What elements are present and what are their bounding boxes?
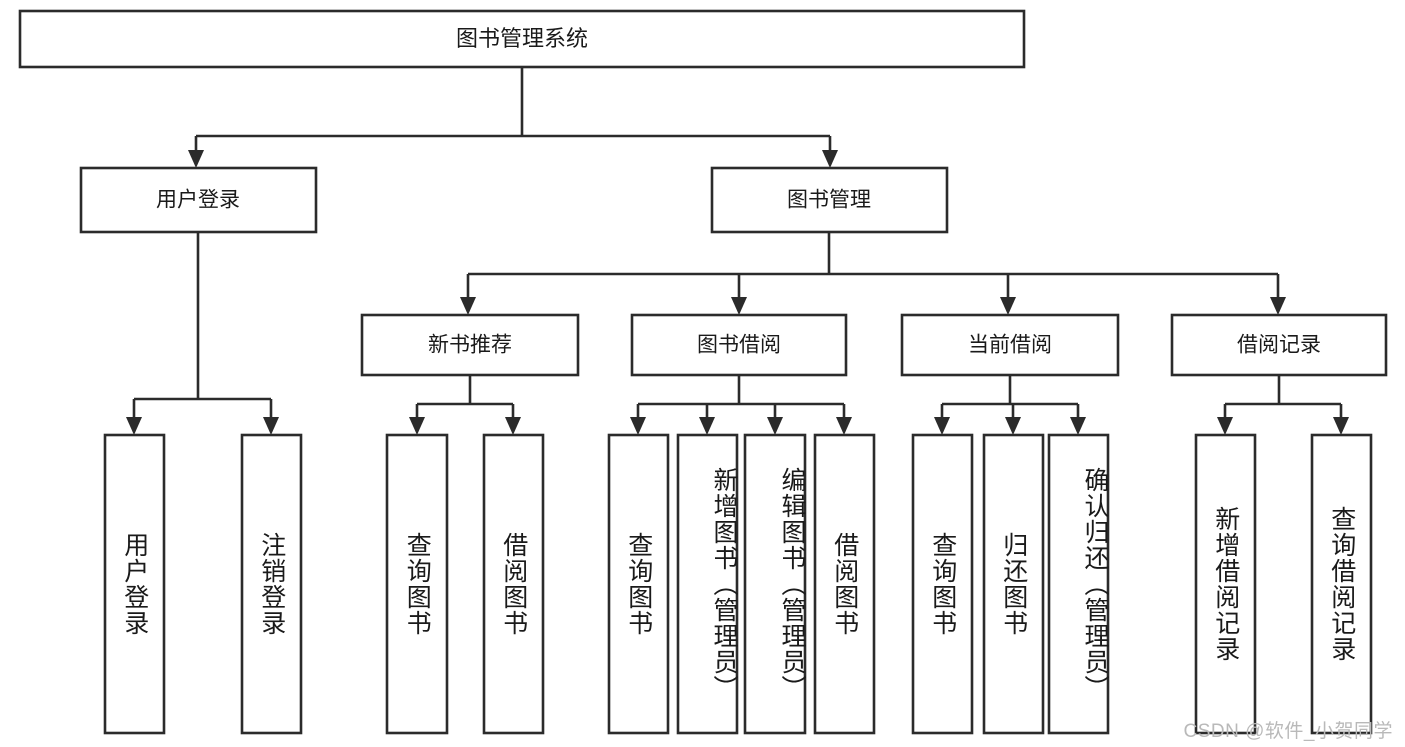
node-leaf-box[interactable] [676,433,739,735]
node-level3-current-borrow-label: 当前借阅 [968,334,1052,357]
node-leaf-box[interactable] [982,433,1045,735]
arrow-head-icon [1005,417,1021,435]
arrow-head-icon [505,417,521,435]
node-level2-book-management[interactable]: 图书管理 [710,166,949,234]
node-level2-user-login[interactable]: 用户登录 [79,166,318,234]
node-root[interactable]: 图书管理系统 [18,9,1026,69]
node-level3-book-borrow-label: 图书借阅 [697,334,781,357]
arrow-head-icon [188,150,204,168]
node-leaf-box[interactable] [911,433,974,735]
node-level3-new-book-recommend-label: 新书推荐 [428,334,512,357]
node-level3-borrow-record-box[interactable] [1170,313,1388,377]
node-leaf-box[interactable] [813,433,876,735]
node-leaf-box[interactable] [385,433,449,735]
node-root-label: 图书管理系统 [456,26,588,51]
arrow-head-icon [1217,417,1233,435]
arrow-head-icon [630,417,646,435]
arrow-head-icon [1333,417,1349,435]
connector-group-userlogin-to-leaves [126,232,279,435]
node-level2-user-login-box[interactable] [79,166,318,234]
node-leaf-box[interactable] [607,433,670,735]
node-leaf-box[interactable] [743,433,807,735]
node-level3-book-borrow[interactable]: 图书借阅 [630,313,848,377]
node-level3-book-borrow-box[interactable] [630,313,848,377]
watermark-text: CSDN @软件_小贺同学 [1183,721,1393,742]
arrow-head-icon [822,150,838,168]
arrow-head-icon [699,417,715,435]
connector-group-root-to-level2 [188,67,838,168]
arrow-head-icon [460,297,476,315]
arrow-head-icon [1270,297,1286,315]
node-level2-book-management-box[interactable] [710,166,949,234]
node-leaf-box[interactable] [1047,433,1110,735]
node-level3-borrow-record-label: 借阅记录 [1237,334,1321,357]
arrow-head-icon [409,417,425,435]
arrow-head-icon [767,417,783,435]
node-level3-new-book-recommend[interactable]: 新书推荐 [360,313,580,377]
arrow-head-icon [1070,417,1086,435]
node-leaf-box[interactable] [103,433,166,735]
connector-group-borrowrecord-to-leaves [1217,375,1349,435]
arrow-head-icon [836,417,852,435]
node-level3-current-borrow-box[interactable] [900,313,1120,377]
node-level3-new-book-recommend-box[interactable] [360,313,580,377]
node-level3-current-borrow[interactable]: 当前借阅 [900,313,1120,377]
node-leaf-box[interactable] [1310,433,1373,735]
node-level2-book-management-label: 图书管理 [787,189,871,212]
connector-group-newbook-to-leaves [409,375,521,435]
arrow-head-icon [731,297,747,315]
arrow-head-icon [126,417,142,435]
connector-group-bookborrow-to-leaves [630,375,852,435]
node-level3-borrow-record[interactable]: 借阅记录 [1170,313,1388,377]
arrow-head-icon [934,417,950,435]
node-leaf-box[interactable] [482,433,545,735]
node-level2-user-login-label: 用户登录 [156,189,240,212]
connector-group-level2-booking-to-level3 [460,232,1286,315]
arrow-head-icon [1000,297,1016,315]
connector-group-currentborrow-to-leaves [934,375,1086,435]
node-leaf-box[interactable] [240,433,303,735]
arrow-head-icon [263,417,279,435]
node-root-box[interactable] [18,9,1026,69]
node-leaf-box[interactable] [1194,433,1257,735]
